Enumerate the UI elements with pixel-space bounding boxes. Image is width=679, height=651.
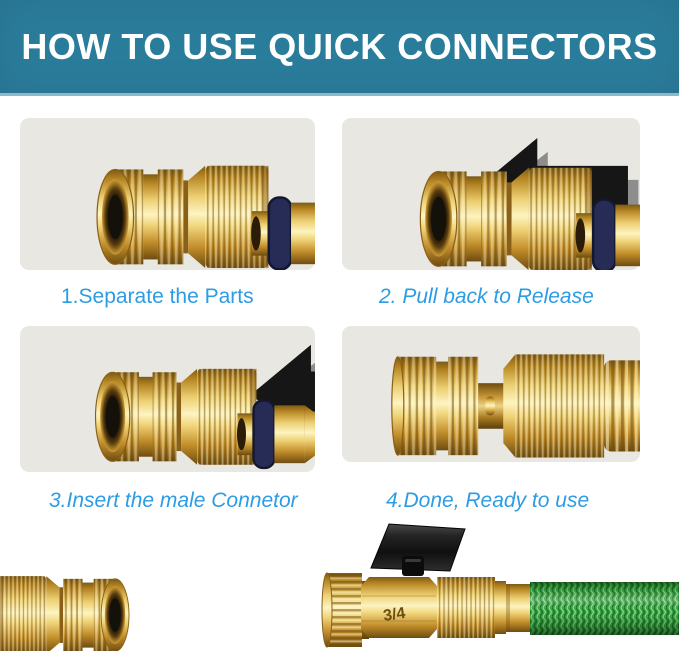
garden-hose — [530, 582, 679, 635]
insert-male-illustration — [95, 344, 315, 472]
step-1-caption: 1.Separate the Parts — [61, 285, 254, 308]
step-2-caption: 2. Pull back to Release — [379, 285, 594, 308]
pull-back-illustration — [419, 137, 640, 270]
female-connector — [419, 167, 593, 270]
page-title: HOW TO USE QUICK CONNECTORS — [21, 25, 658, 67]
step-4-caption: 4.Done, Ready to use — [386, 489, 590, 512]
step-2-panel — [342, 118, 640, 270]
assembled-connector — [391, 353, 640, 459]
hose-valve-illustration: 3/4 — [0, 523, 679, 651]
title-banner: HOW TO USE QUICK CONNECTORS — [0, 0, 679, 96]
step-3-caption: 3.Insert the male Connetor — [49, 489, 298, 512]
assembled-connector-illustration — [391, 353, 640, 459]
step-3-panel — [20, 326, 315, 472]
female-connector — [95, 368, 257, 466]
step-4-panel — [342, 326, 640, 462]
connectors-separated-illustration — [96, 165, 315, 270]
female-connector — [96, 165, 269, 269]
step-1-panel — [20, 118, 315, 270]
valve-size-label: 3/4 — [382, 605, 406, 625]
ball-valve: 3/4 — [321, 523, 532, 648]
female-connector-bottom — [0, 575, 130, 651]
